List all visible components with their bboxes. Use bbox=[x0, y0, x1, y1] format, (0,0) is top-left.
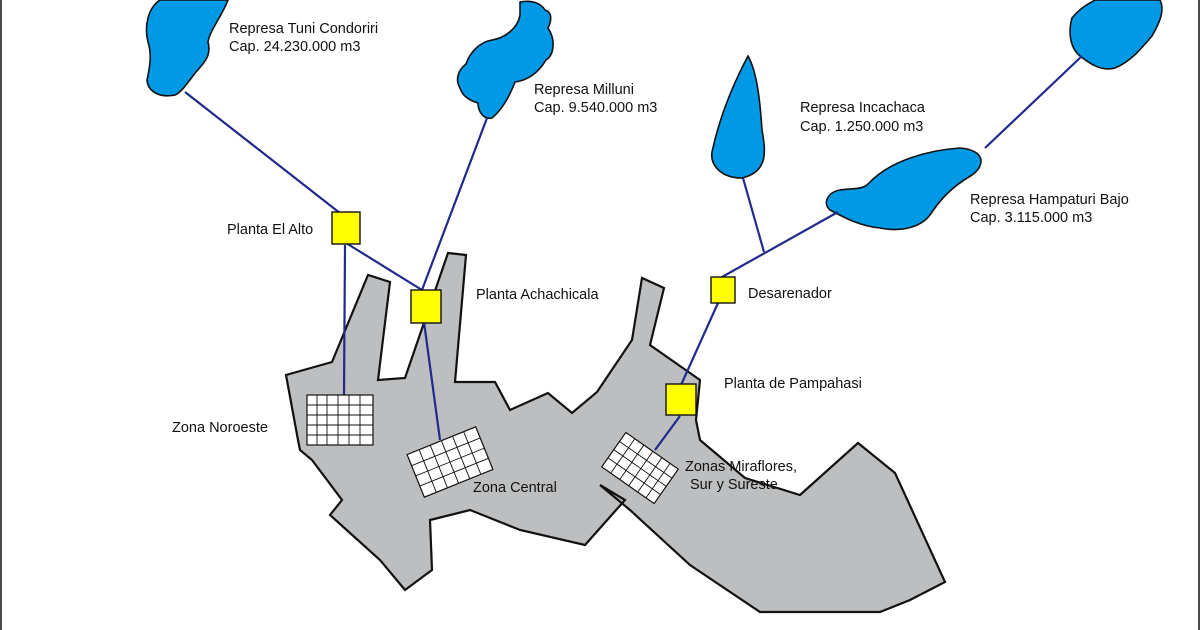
zone-central-grid bbox=[406, 426, 494, 498]
pipe-el-alto-to-noroeste bbox=[342, 244, 347, 396]
label-zone-noroeste: Zona Noroeste bbox=[172, 420, 268, 436]
label-hampaturi-capacity: Cap. 3.115.000 m3 bbox=[970, 210, 1092, 226]
label-tuni-name: Represa Tuni Condoriri bbox=[229, 21, 378, 37]
label-incachaca-capacity: Cap. 1.250.000 m3 bbox=[800, 119, 923, 135]
zone-miraflores-grid bbox=[600, 431, 680, 505]
lake-tuni-condoriri bbox=[145, 0, 229, 97]
plant-desarenador-marker bbox=[710, 276, 736, 304]
label-milluni-name: Represa Milluni bbox=[534, 82, 634, 98]
label-tuni-capacity: Cap. 24.230.000 m3 bbox=[229, 39, 360, 55]
label-plant-achachicala: Planta Achachicala bbox=[476, 287, 599, 303]
plant-pampahasi-marker bbox=[665, 383, 697, 416]
label-desarenador: Desarenador bbox=[748, 286, 832, 302]
plant-el-alto-marker bbox=[331, 211, 361, 245]
label-zone-miraflores-1: Zonas Miraflores, bbox=[685, 459, 797, 475]
label-incachaca-name: Represa Incachaca bbox=[800, 100, 926, 116]
pipe-pampahasi-to-miraflores bbox=[654, 415, 681, 451]
lake-milluni bbox=[456, 0, 554, 120]
plant-achachicala-marker bbox=[410, 289, 442, 324]
pipe-upper-to-hampaturi bbox=[984, 55, 1083, 149]
lake-hampaturi-bajo bbox=[825, 147, 982, 231]
pipe-incachaca-to-junction bbox=[741, 177, 766, 253]
pipe-milluni-to-achachicala bbox=[420, 117, 489, 291]
label-plant-pampahasi: Planta de Pampahasi bbox=[724, 376, 862, 392]
label-plant-el-alto: Planta El Alto bbox=[227, 222, 313, 238]
label-zone-central: Zona Central bbox=[473, 480, 557, 496]
zone-noroeste-grid bbox=[306, 394, 374, 446]
pipe-desarenador-to-pampahasi bbox=[679, 302, 720, 386]
pipe-tuni-to-el-alto bbox=[184, 91, 346, 218]
pipe-achachicala-to-central bbox=[422, 321, 442, 441]
label-zone-miraflores-2: Sur y Sureste bbox=[690, 477, 778, 493]
lake-hampaturi-upper bbox=[1069, 0, 1163, 70]
lake-incachaca bbox=[711, 54, 766, 179]
pipe-hampaturi-to-desarenador bbox=[721, 211, 839, 278]
label-hampaturi-name: Represa Hampaturi Bajo bbox=[970, 192, 1129, 208]
label-milluni-capacity: Cap. 9.540.000 m3 bbox=[534, 100, 657, 116]
pipe-el-alto-to-achachicala bbox=[345, 242, 423, 291]
city-area bbox=[284, 251, 947, 614]
